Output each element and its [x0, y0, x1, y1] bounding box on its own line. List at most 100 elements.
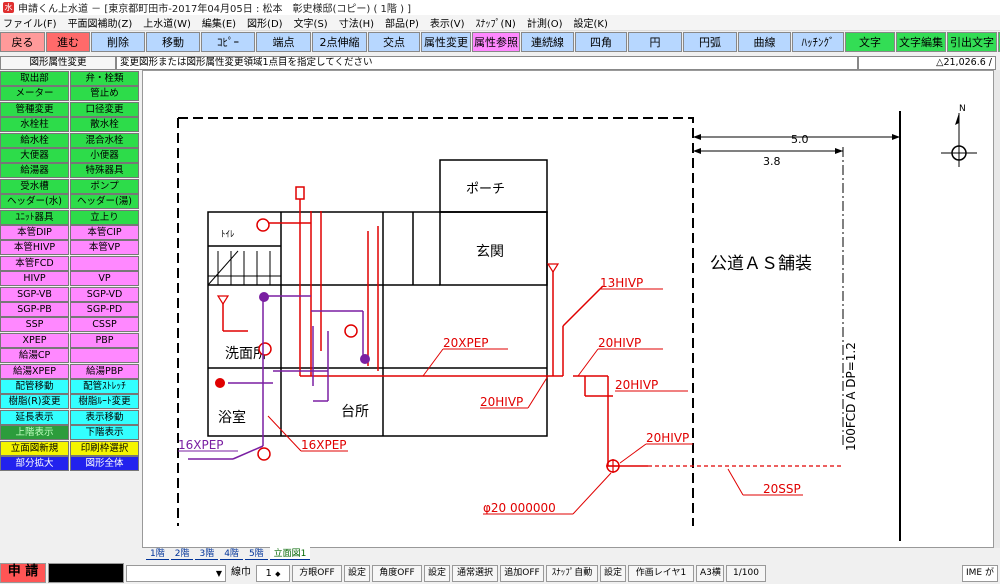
toolbar-button[interactable]: 曲線: [738, 32, 791, 52]
palette-button[interactable]: SGP-VD: [70, 286, 139, 302]
toolbar-button[interactable]: 交点: [368, 32, 420, 52]
palette-button[interactable]: 小便器: [70, 148, 139, 163]
palette-button[interactable]: 散水栓: [70, 117, 139, 133]
toolbar-button[interactable]: 文字編集: [896, 32, 946, 52]
palette-button[interactable]: PBP: [70, 332, 139, 348]
palette-button[interactable]: 給湯PBP: [70, 363, 139, 379]
layer-tab[interactable]: 3階: [195, 546, 219, 560]
toolbar-button[interactable]: 寸法線: [998, 32, 1000, 52]
menu-item[interactable]: 編集(E): [201, 19, 237, 30]
menu-item[interactable]: 計測(O): [526, 19, 563, 30]
vertical-scrollbar[interactable]: [994, 70, 1000, 548]
status-toggle[interactable]: 1/100: [726, 564, 766, 582]
palette-button[interactable]: 取出部: [0, 71, 69, 86]
toolbar-button[interactable]: 進む: [46, 32, 90, 52]
status-toggle[interactable]: 方眼OFF: [292, 564, 342, 582]
palette-button[interactable]: 給湯XPEP: [0, 363, 69, 379]
palette-button[interactable]: 図形全体: [70, 456, 139, 471]
palette-button[interactable]: 下階表示: [70, 425, 139, 441]
palette-button[interactable]: 樹脂(R)変更: [0, 394, 69, 410]
color-swatch[interactable]: [48, 563, 124, 583]
palette-button[interactable]: 配管ｽﾄﾚｯﾁ: [70, 379, 139, 394]
line-width-stepper[interactable]: 1 ◆: [256, 564, 290, 582]
layer-tab[interactable]: 1階: [146, 546, 169, 560]
palette-button[interactable]: 受水槽: [0, 178, 69, 194]
palette-button[interactable]: 本管FCD: [0, 255, 69, 271]
toolbar-button[interactable]: 戻る: [0, 32, 45, 52]
status-toggle[interactable]: 追加OFF: [500, 564, 544, 582]
toolbar-button[interactable]: 属性参照: [472, 32, 520, 52]
palette-button[interactable]: 給湯器: [0, 163, 69, 179]
toolbar-button[interactable]: 属性変更: [421, 32, 471, 52]
menu-item[interactable]: ファイル(F): [3, 19, 57, 30]
toolbar-button[interactable]: ｺﾋﾟｰ: [201, 32, 255, 52]
palette-button[interactable]: ヘッダー(水): [0, 194, 69, 210]
palette-button[interactable]: 延長表示: [0, 409, 69, 425]
palette-button[interactable]: 樹脂ﾙｰﾄ変更: [70, 394, 139, 410]
palette-button[interactable]: 混合水栓: [70, 132, 139, 148]
palette-button[interactable]: 水栓柱: [0, 117, 69, 133]
toolbar-button[interactable]: 引出文字: [947, 32, 997, 52]
toolbar-button[interactable]: 2点伸縮: [312, 32, 367, 52]
drawing-canvas[interactable]: 5.0 3.8 N ポーチ 玄関 洗面所 浴室 台所 ﾄｲﾚ 公道ＡＳ舗装 10…: [142, 70, 994, 548]
menu-item[interactable]: 図形(D): [247, 19, 283, 30]
toolbar-button[interactable]: 円弧: [683, 32, 737, 52]
menu-item[interactable]: 文字(S): [293, 19, 328, 30]
palette-button[interactable]: VP: [70, 271, 139, 287]
palette-button[interactable]: 印刷枠選択: [70, 440, 139, 456]
palette-button[interactable]: ポンプ: [70, 178, 139, 194]
palette-button[interactable]: 上階表示: [0, 425, 69, 441]
palette-button[interactable]: 給水栓: [0, 132, 69, 148]
palette-button[interactable]: 管止め: [70, 86, 139, 102]
status-toggle[interactable]: 作画レイヤ1: [628, 564, 694, 582]
status-toggle[interactable]: 設定: [600, 564, 626, 582]
palette-button[interactable]: [70, 348, 139, 364]
layer-tab[interactable]: 4階: [220, 546, 243, 560]
status-toggle[interactable]: 設定: [344, 564, 370, 582]
menu-item[interactable]: 上水道(W): [143, 19, 191, 30]
toolbar-button[interactable]: 円: [628, 32, 682, 52]
palette-button[interactable]: ﾕﾆｯﾄ器具: [0, 209, 69, 225]
palette-button[interactable]: SGP-PB: [0, 302, 69, 317]
toolbar-button[interactable]: 移動: [146, 32, 200, 52]
palette-button[interactable]: 本管VP: [70, 240, 139, 256]
layer-tab[interactable]: 立面図1: [269, 546, 311, 560]
toolbar-button[interactable]: 削除: [91, 32, 145, 52]
layer-tab[interactable]: 5階: [244, 546, 268, 560]
palette-button[interactable]: ヘッダー(湯): [70, 194, 139, 210]
toolbar-button[interactable]: 文字: [845, 32, 895, 52]
palette-button[interactable]: 立面図新規: [0, 440, 69, 456]
palette-button[interactable]: メーター: [0, 86, 69, 102]
palette-button[interactable]: 弁・栓類: [70, 71, 139, 86]
palette-button[interactable]: SSP: [0, 317, 69, 333]
apply-button[interactable]: 申 請: [0, 563, 46, 583]
status-toggle[interactable]: ｽﾅｯﾌﾟ自動: [546, 564, 598, 582]
palette-button[interactable]: [70, 255, 139, 271]
palette-button[interactable]: 本管HIVP: [0, 240, 69, 256]
layer-tab[interactable]: 2階: [170, 546, 194, 560]
toolbar-button[interactable]: ﾊｯﾁﾝｸﾞ: [792, 32, 844, 52]
palette-button[interactable]: CSSP: [70, 317, 139, 333]
menu-item[interactable]: 寸法(H): [338, 19, 375, 30]
status-toggle[interactable]: A3横: [696, 564, 724, 582]
palette-button[interactable]: SGP-PD: [70, 302, 139, 317]
menu-item[interactable]: ｽﾅｯﾌﾟ(N): [475, 19, 516, 30]
palette-button[interactable]: 本管DIP: [0, 225, 69, 240]
palette-button[interactable]: 特殊器具: [70, 163, 139, 179]
menu-item[interactable]: 設定(K): [573, 19, 608, 30]
palette-button[interactable]: 大便器: [0, 148, 69, 163]
menu-item[interactable]: 平面図補助(Z): [67, 19, 133, 30]
palette-button[interactable]: 口径変更: [70, 101, 139, 117]
toolbar-button[interactable]: 四角: [575, 32, 627, 52]
palette-button[interactable]: XPEP: [0, 332, 69, 348]
palette-button[interactable]: 表示移動: [70, 409, 139, 425]
palette-button[interactable]: 配管移動: [0, 379, 69, 394]
menu-item[interactable]: 表示(V): [429, 19, 465, 30]
palette-button[interactable]: 管種変更: [0, 101, 69, 117]
status-toggle[interactable]: 通常選択: [452, 564, 498, 582]
toolbar-button[interactable]: 端点: [256, 32, 311, 52]
palette-button[interactable]: 部分拡大: [0, 456, 69, 471]
palette-button[interactable]: SGP-VB: [0, 286, 69, 302]
palette-button[interactable]: 立上り: [70, 209, 139, 225]
status-toggle[interactable]: 角度OFF: [372, 564, 422, 582]
